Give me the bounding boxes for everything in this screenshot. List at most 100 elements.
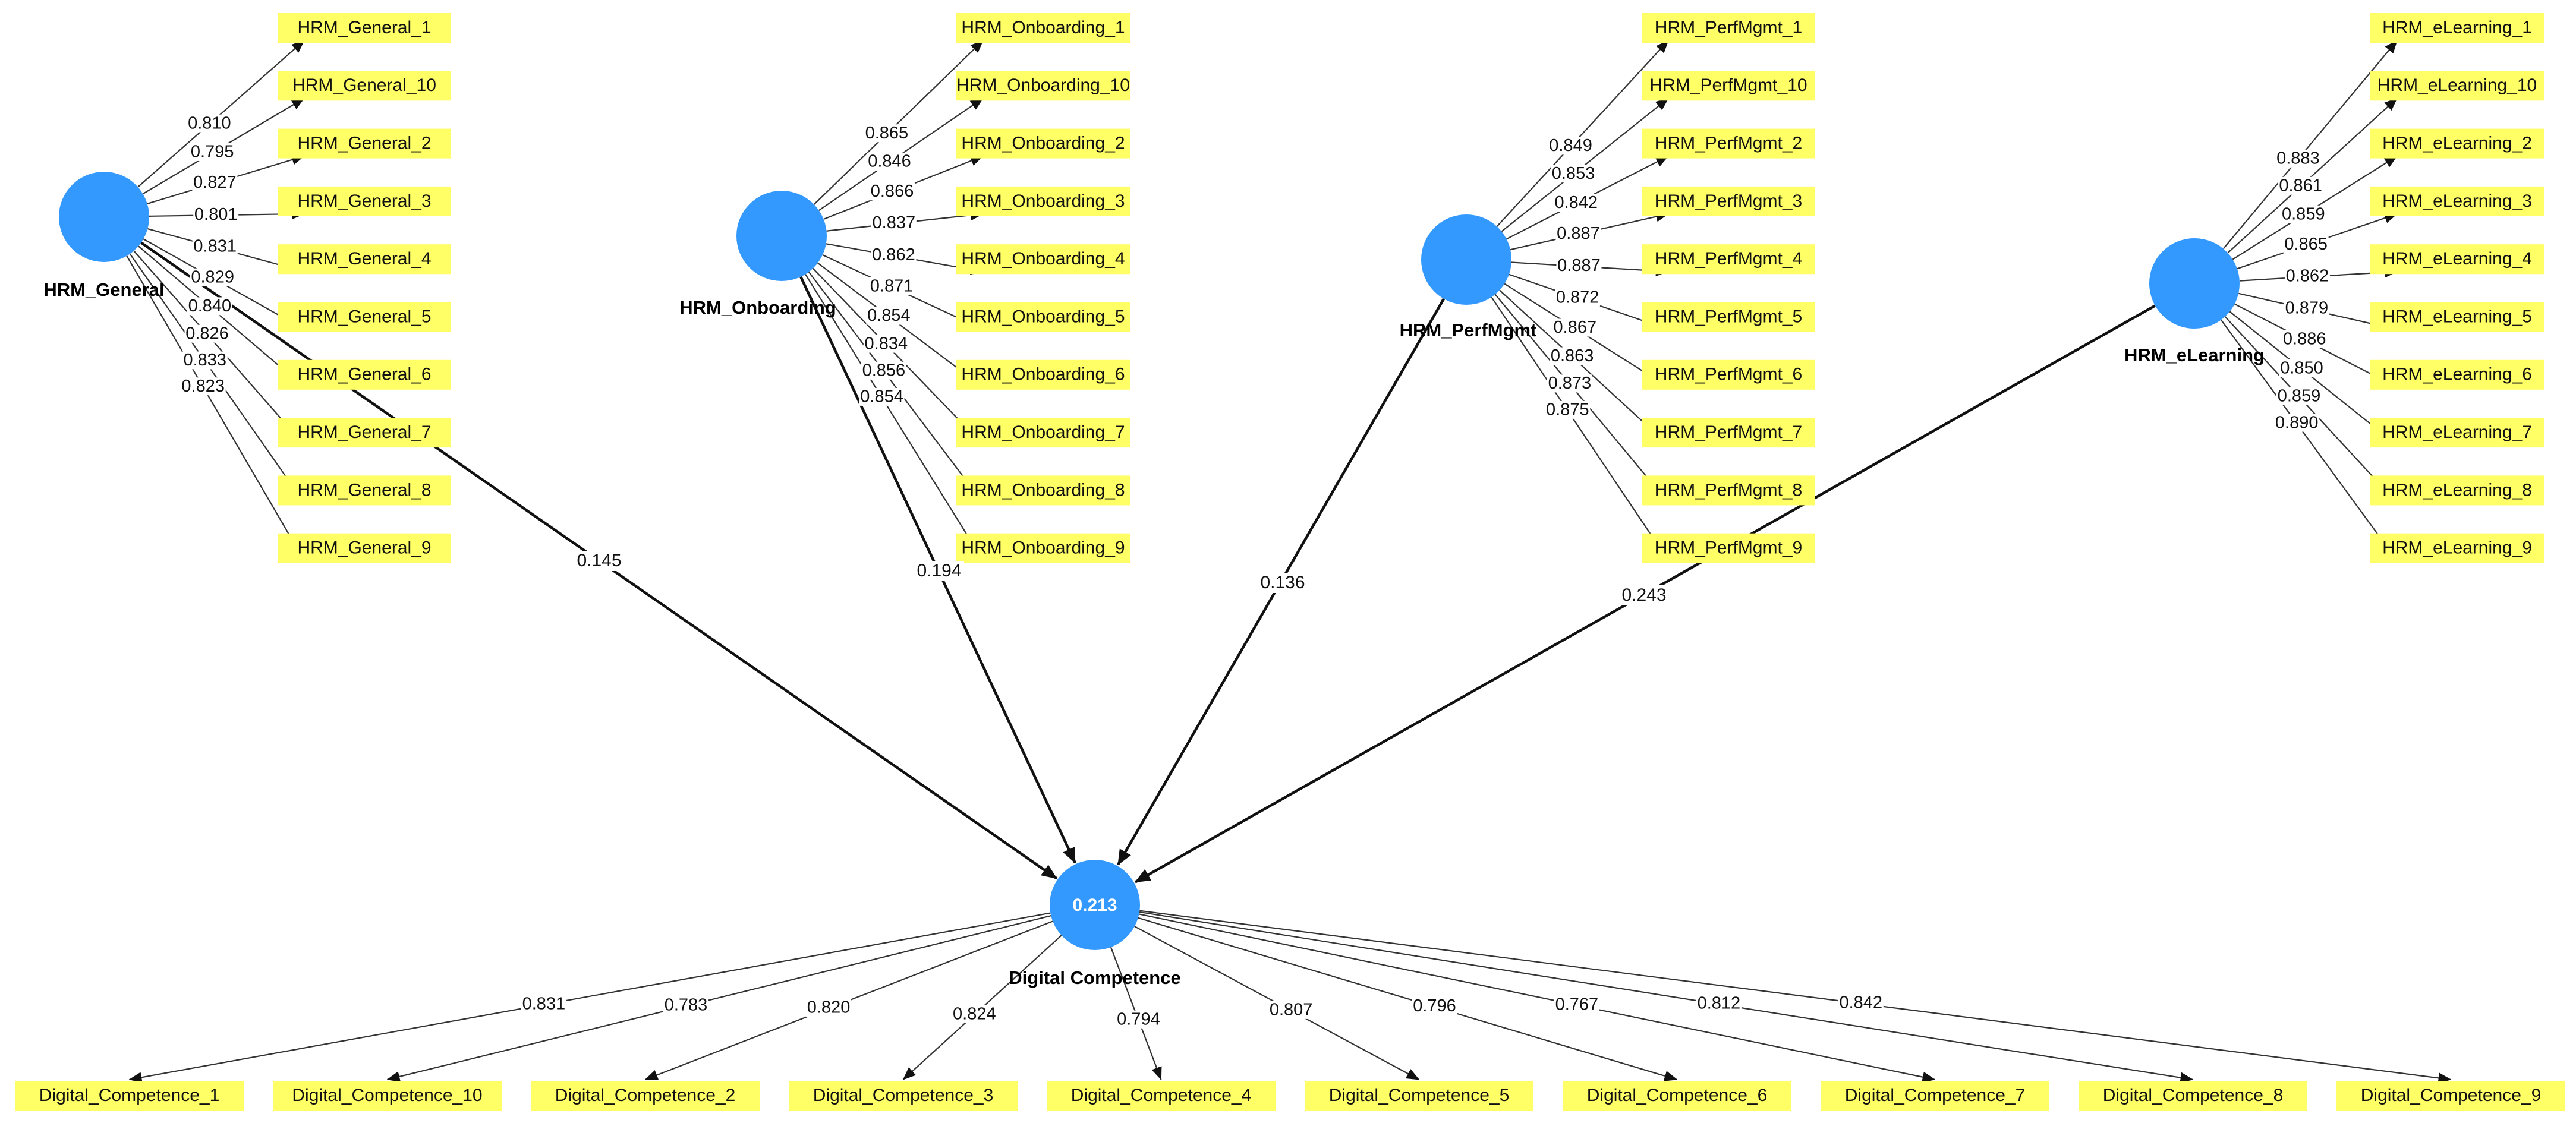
loading-label-bg bbox=[867, 152, 912, 171]
indicator-box[interactable]: HRM_General_10 bbox=[278, 71, 451, 101]
indicator-rect bbox=[956, 244, 1130, 275]
indicator-box[interactable]: HRM_General_3 bbox=[278, 186, 451, 216]
indicator-box[interactable]: HRM_General_4 bbox=[278, 244, 451, 275]
outer-loading-value: 0.831 bbox=[193, 237, 237, 256]
loading-label-bg bbox=[190, 268, 235, 286]
indicator-rect bbox=[278, 71, 451, 101]
indicator-box[interactable]: Digital_Competence_6 bbox=[1563, 1081, 1791, 1111]
indicator-box[interactable]: Digital_Competence_5 bbox=[1305, 1081, 1533, 1111]
indicator-box[interactable]: HRM_eLearning_8 bbox=[2370, 475, 2544, 506]
indicator-label: HRM_General_2 bbox=[297, 134, 431, 153]
indicator-label: Digital_Competence_8 bbox=[2103, 1086, 2284, 1105]
indicator-box[interactable]: HRM_Onboarding_8 bbox=[956, 475, 1130, 506]
indicator-box[interactable]: Digital_Competence_3 bbox=[789, 1081, 1018, 1111]
indicator-box[interactable]: HRM_PerfMgmt_4 bbox=[1642, 244, 1815, 275]
indicator-rect bbox=[1642, 186, 1815, 216]
indicator-box[interactable]: HRM_Onboarding_10 bbox=[956, 71, 1130, 101]
outcome-construct-node[interactable]: 0.213 bbox=[1050, 860, 1140, 950]
loading-label-bg bbox=[2279, 359, 2325, 378]
loading-label-bg bbox=[180, 377, 226, 396]
indicator-box[interactable]: HRM_PerfMgmt_5 bbox=[1642, 302, 1815, 332]
indicator-box[interactable]: HRM_Onboarding_3 bbox=[956, 186, 1130, 216]
outer-loading-value: 0.823 bbox=[181, 377, 225, 396]
indicator-label: HRM_Onboarding_1 bbox=[961, 18, 1125, 37]
loading-label-bg bbox=[1696, 995, 1742, 1013]
indicator-box[interactable]: HRM_Onboarding_4 bbox=[956, 244, 1130, 275]
indicator-box[interactable]: HRM_General_1 bbox=[278, 13, 451, 43]
outer-loading-value: 0.820 bbox=[807, 998, 851, 1017]
indicator-box[interactable]: HRM_eLearning_7 bbox=[2370, 418, 2544, 448]
indicator-box[interactable]: Digital_Competence_9 bbox=[2336, 1081, 2565, 1111]
indicator-box[interactable]: HRM_eLearning_3 bbox=[2370, 186, 2544, 216]
indicator-rect bbox=[531, 1081, 760, 1111]
indicator-box[interactable]: HRM_General_2 bbox=[278, 128, 451, 159]
outer-loading-value: 0.862 bbox=[2286, 267, 2329, 286]
indicator-box[interactable]: HRM_Onboarding_6 bbox=[956, 359, 1130, 390]
indicator-label: HRM_eLearning_2 bbox=[2382, 134, 2532, 153]
construct-node[interactable] bbox=[2149, 238, 2240, 329]
indicator-box[interactable]: HRM_Onboarding_5 bbox=[956, 302, 1130, 332]
outer-loading-value: 0.865 bbox=[2284, 235, 2328, 254]
outer-loading-value: 0.824 bbox=[953, 1004, 996, 1023]
indicator-box[interactable]: HRM_eLearning_9 bbox=[2370, 533, 2544, 563]
indicator-rect bbox=[956, 71, 1130, 101]
indicator-box[interactable]: HRM_eLearning_5 bbox=[2370, 302, 2544, 332]
indicator-box[interactable]: HRM_Onboarding_9 bbox=[956, 533, 1130, 563]
indicator-rect bbox=[2370, 533, 2544, 563]
indicator-box[interactable]: HRM_PerfMgmt_1 bbox=[1642, 13, 1815, 43]
path-label-bg bbox=[574, 551, 624, 571]
indicator-box[interactable]: Digital_Competence_7 bbox=[1821, 1081, 2049, 1111]
loading-label-bg bbox=[187, 114, 232, 133]
indicator-rect bbox=[1642, 359, 1815, 390]
indicator-box[interactable]: HRM_General_5 bbox=[278, 302, 451, 332]
indicator-box[interactable]: HRM_PerfMgmt_9 bbox=[1642, 533, 1815, 563]
loading-label-bg bbox=[2282, 330, 2328, 348]
indicator-box[interactable]: HRM_PerfMgmt_3 bbox=[1642, 186, 1815, 216]
loading-label-bg bbox=[663, 996, 709, 1014]
indicator-box[interactable]: Digital_Competence_4 bbox=[1047, 1081, 1276, 1111]
loading-label-bg bbox=[952, 1005, 997, 1023]
indicator-box[interactable]: HRM_Onboarding_7 bbox=[956, 418, 1130, 448]
indicator-box[interactable]: HRM_PerfMgmt_7 bbox=[1642, 418, 1815, 448]
indicator-box[interactable]: HRM_eLearning_6 bbox=[2370, 359, 2544, 390]
outer-loading-value: 0.831 bbox=[522, 994, 566, 1013]
indicator-box[interactable]: HRM_PerfMgmt_8 bbox=[1642, 475, 1815, 506]
indicator-box[interactable]: HRM_General_7 bbox=[278, 418, 451, 448]
outer-loading-value: 0.796 bbox=[1413, 996, 1456, 1015]
construct-node[interactable] bbox=[1421, 214, 1511, 305]
indicator-box[interactable]: HRM_PerfMgmt_10 bbox=[1642, 71, 1815, 101]
indicator-rect bbox=[2370, 359, 2544, 390]
indicator-label: Digital_Competence_2 bbox=[555, 1086, 736, 1105]
loading-arrow bbox=[1138, 917, 1678, 1081]
indicator-box[interactable]: Digital_Competence_1 bbox=[15, 1081, 244, 1111]
loading-label-bg bbox=[1551, 165, 1596, 183]
indicator-box[interactable]: Digital_Competence_8 bbox=[2079, 1081, 2307, 1111]
indicator-box[interactable]: Digital_Competence_2 bbox=[531, 1081, 760, 1111]
indicator-label: HRM_General_10 bbox=[292, 75, 436, 95]
loading-arrow bbox=[2222, 40, 2398, 250]
loading-label-bg bbox=[869, 277, 915, 295]
indicator-rect bbox=[278, 359, 451, 390]
construct-node[interactable] bbox=[736, 191, 827, 281]
indicator-box[interactable]: HRM_Onboarding_1 bbox=[956, 13, 1130, 43]
indicator-box[interactable]: HRM_General_8 bbox=[278, 475, 451, 506]
indicator-box[interactable]: HRM_eLearning_10 bbox=[2370, 71, 2544, 101]
indicator-label: Digital_Competence_6 bbox=[1587, 1086, 1768, 1105]
outer-loading-value: 0.865 bbox=[865, 124, 909, 143]
indicator-box[interactable]: HRM_PerfMgmt_2 bbox=[1642, 128, 1815, 159]
loading-label-bg bbox=[1554, 995, 1599, 1014]
indicator-label: HRM_PerfMgmt_10 bbox=[1649, 75, 1807, 95]
indicator-box[interactable]: HRM_eLearning_1 bbox=[2370, 13, 2544, 43]
construct-node[interactable] bbox=[59, 172, 149, 262]
outer-loading-value: 0.846 bbox=[868, 152, 911, 171]
loading-label-bg bbox=[1838, 994, 1884, 1012]
indicator-box[interactable]: Digital_Competence_10 bbox=[273, 1081, 502, 1111]
loading-label-bg bbox=[1550, 347, 1595, 365]
indicator-label: HRM_eLearning_8 bbox=[2382, 480, 2532, 500]
indicator-box[interactable]: HRM_General_6 bbox=[278, 359, 451, 390]
indicator-box[interactable]: HRM_Onboarding_2 bbox=[956, 128, 1130, 159]
indicator-box[interactable]: HRM_eLearning_4 bbox=[2370, 244, 2544, 275]
indicator-box[interactable]: HRM_eLearning_2 bbox=[2370, 128, 2544, 159]
indicator-box[interactable]: HRM_General_9 bbox=[278, 533, 451, 563]
indicator-box[interactable]: HRM_PerfMgmt_6 bbox=[1642, 359, 1815, 390]
